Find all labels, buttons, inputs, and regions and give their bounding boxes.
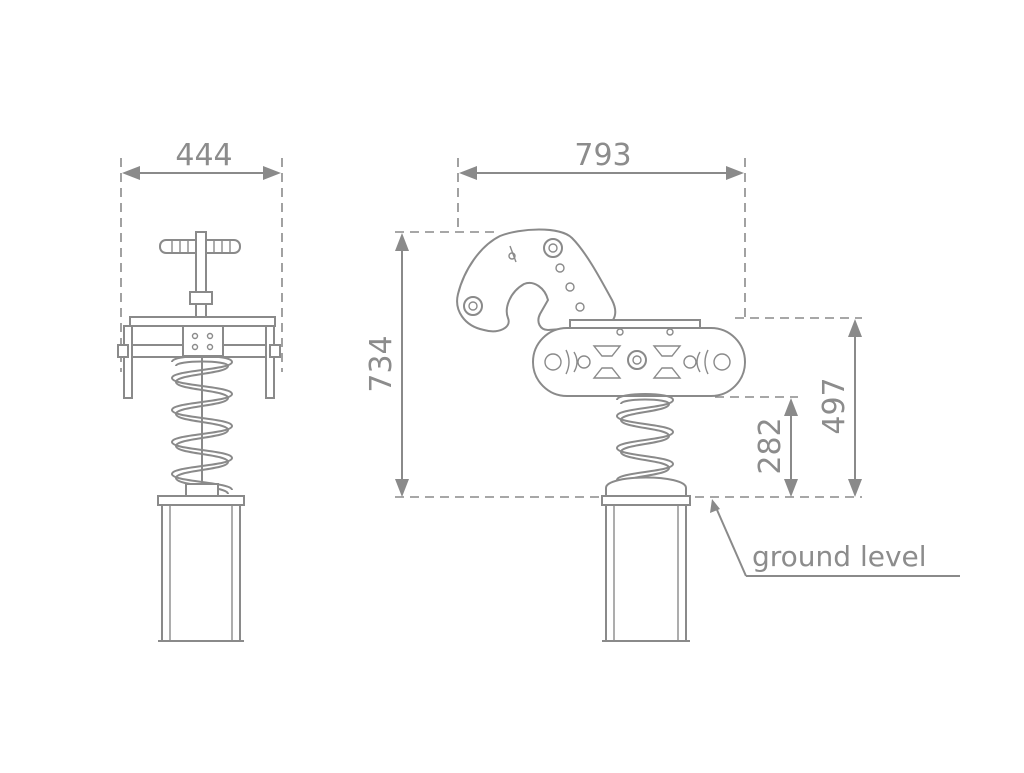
seat-pattern	[544, 345, 731, 379]
dimension-front-width: 444	[120, 138, 283, 372]
side-view: 793 734 497 282	[364, 138, 960, 642]
dimension-spring-height: 282	[715, 396, 798, 497]
dimension-spring-height-label: 282	[753, 417, 788, 474]
rider-head	[456, 228, 617, 333]
front-seat-frame	[117, 316, 281, 399]
front-post	[157, 495, 245, 642]
dimension-total-height: 734	[364, 231, 495, 497]
front-spring	[170, 355, 234, 500]
ground-leader: ground level	[710, 499, 960, 577]
dimension-total-height-label: 734	[364, 335, 399, 392]
dimension-side-length: 793	[457, 138, 746, 322]
side-spring	[605, 393, 687, 497]
front-handle	[159, 231, 241, 323]
front-view: 444	[117, 138, 283, 642]
dimension-seat-height: 497	[735, 317, 862, 497]
ground-level-label: ground level	[752, 540, 927, 573]
side-post	[601, 495, 691, 642]
dimension-front-width-label: 444	[175, 138, 232, 173]
dimension-seat-height-label: 497	[817, 377, 852, 434]
dimension-side-length-label: 793	[574, 138, 631, 173]
rider-seat	[532, 319, 746, 397]
